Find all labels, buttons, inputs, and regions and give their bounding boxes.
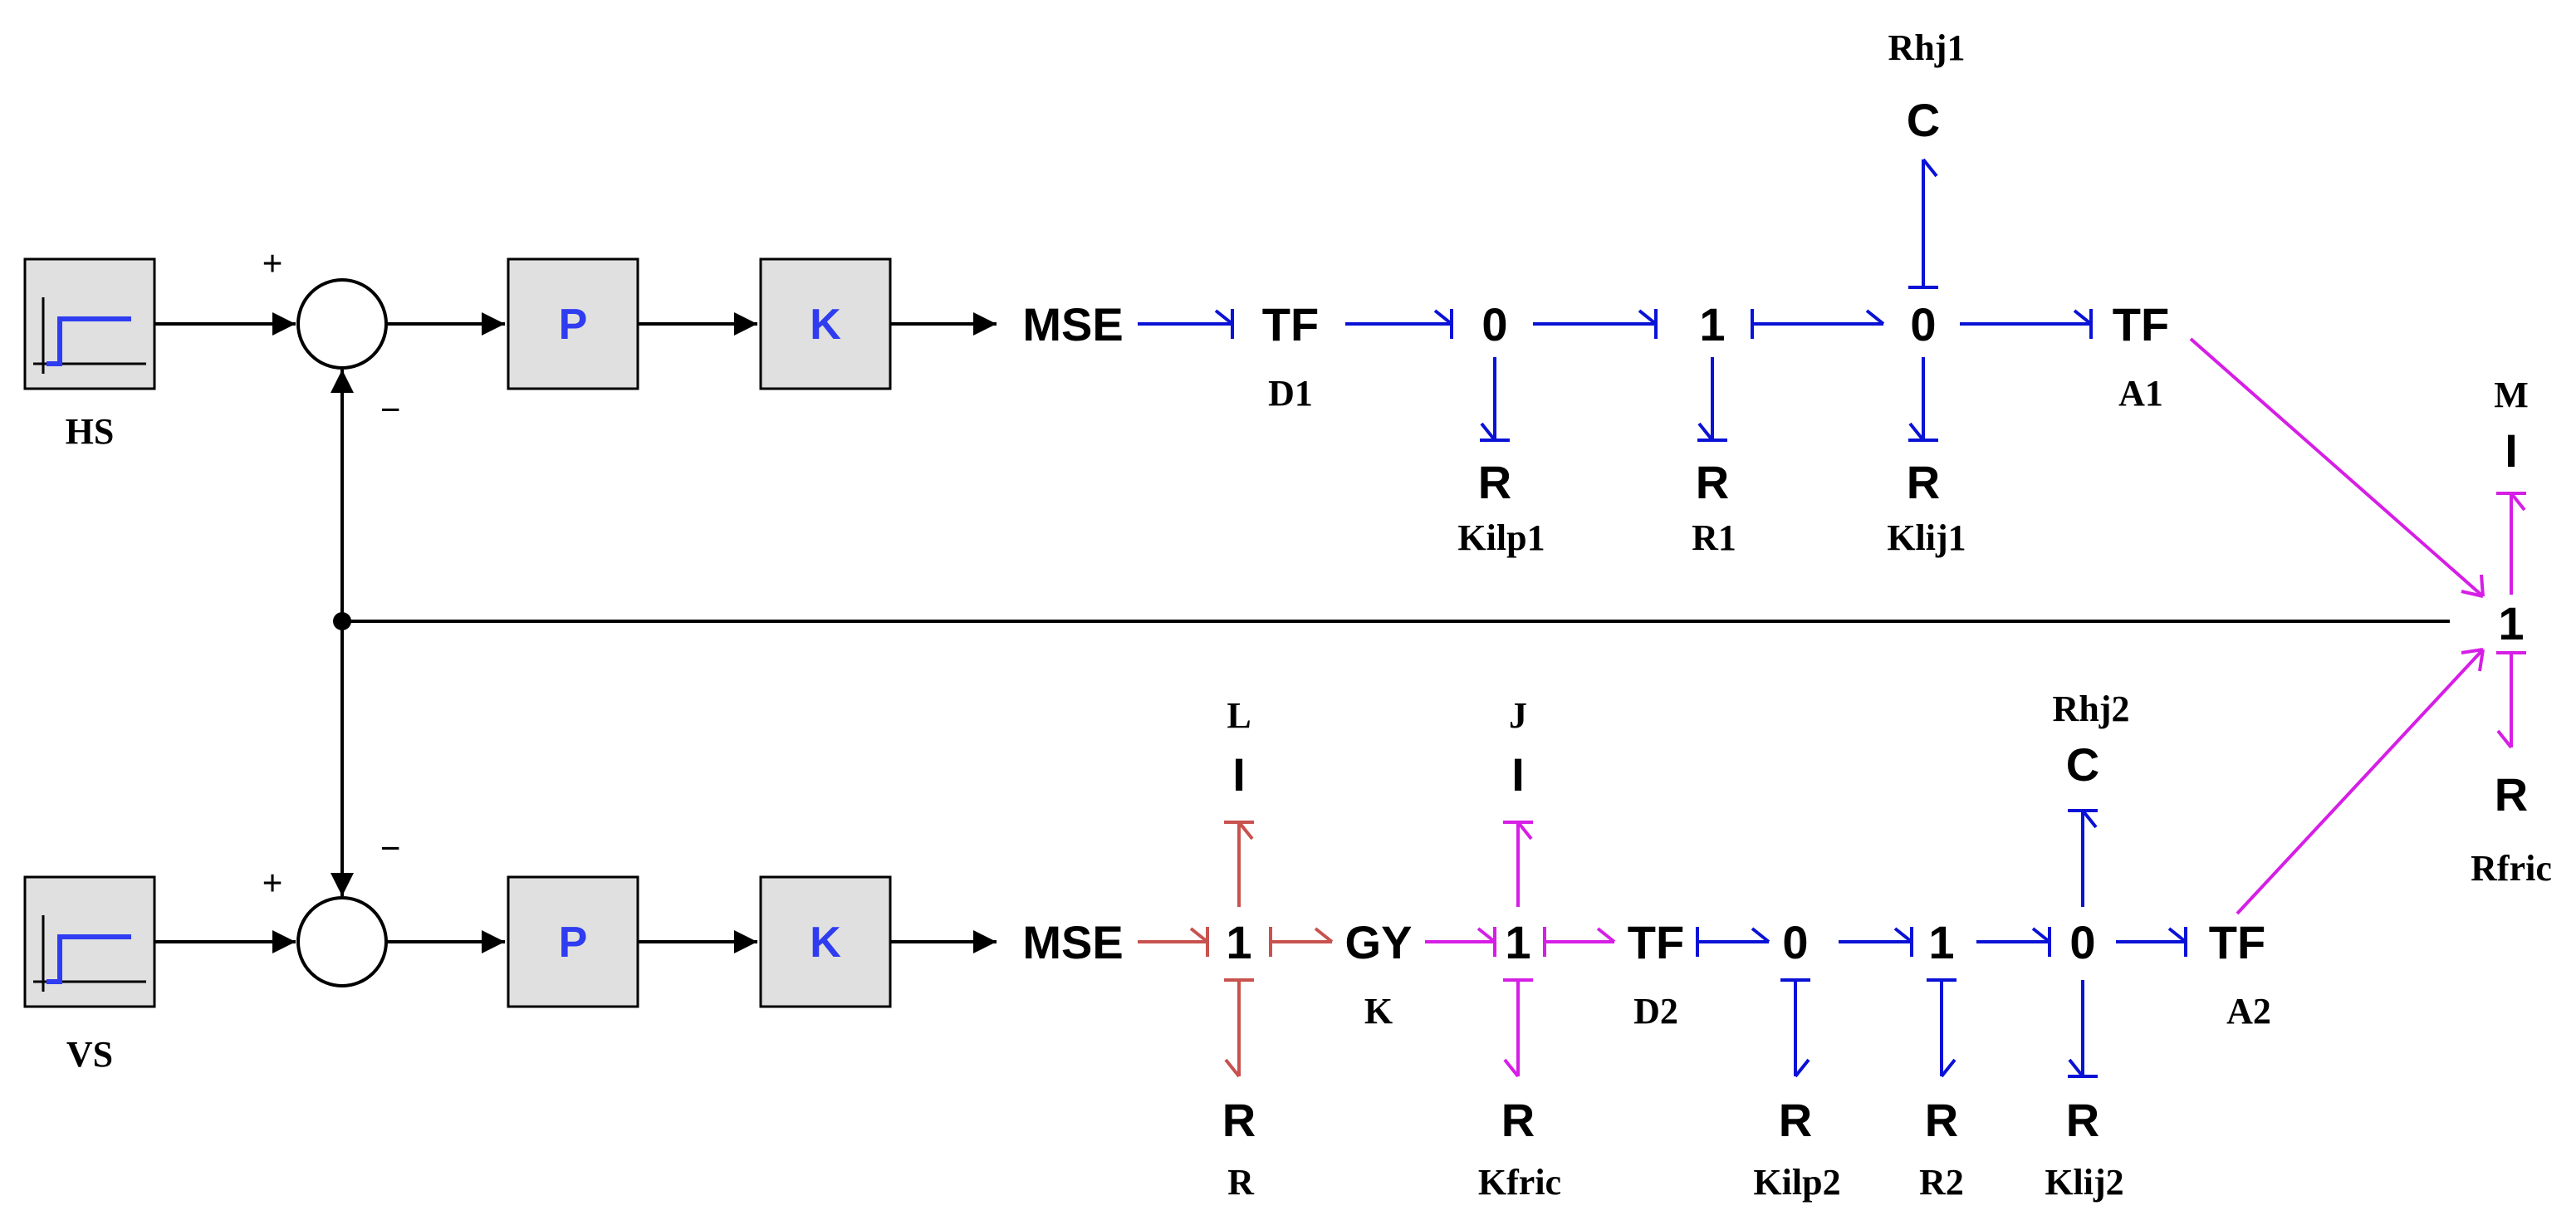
sum-top-plus: + bbox=[262, 243, 282, 284]
label-m: M bbox=[2494, 375, 2529, 415]
label-hs: HS bbox=[66, 411, 115, 452]
sum-bottom-plus: + bbox=[262, 863, 282, 904]
rotational-bonds bbox=[1425, 821, 1616, 1078]
translational-bonds bbox=[1696, 809, 2187, 1078]
zero-junction-2: 0 bbox=[1910, 298, 1936, 350]
label-a2: A2 bbox=[2226, 991, 2271, 1032]
label-j: J bbox=[1509, 695, 1527, 736]
i-m: I bbox=[2505, 424, 2518, 477]
k-block-top bbox=[759, 257, 892, 390]
r-rfric: R bbox=[2495, 768, 2528, 821]
tf-a1: TF bbox=[2113, 298, 2169, 350]
r-r2: R bbox=[1925, 1094, 1958, 1146]
label-rhj2: Rhj2 bbox=[2053, 689, 2130, 729]
p-block-top-label: P bbox=[559, 301, 588, 349]
label-a1: A1 bbox=[2118, 373, 2163, 414]
sum-bottom-minus: − bbox=[380, 828, 400, 869]
tf-d2: TF bbox=[1628, 916, 1684, 968]
one-junction-1: 1 bbox=[1699, 298, 1725, 350]
r-klij2: R bbox=[2066, 1094, 2099, 1146]
electrical-bonds bbox=[1138, 821, 1334, 1078]
label-vs: VS bbox=[66, 1034, 113, 1075]
label-d1: D1 bbox=[1268, 373, 1313, 414]
r-kilp2: R bbox=[1779, 1094, 1812, 1146]
label-r: R bbox=[1227, 1162, 1255, 1203]
label-kilp2: Kilp2 bbox=[1753, 1162, 1840, 1203]
sum-top-minus: − bbox=[380, 390, 400, 430]
label-r2: R2 bbox=[1919, 1162, 1964, 1203]
summing-junction-top bbox=[296, 278, 388, 370]
k-block-top-label: K bbox=[810, 301, 841, 349]
label-k: K bbox=[1364, 991, 1393, 1032]
r-klij1: R bbox=[1907, 456, 1940, 508]
summing-junction-bottom bbox=[296, 896, 388, 987]
label-klij1: Klij1 bbox=[1887, 517, 1966, 558]
zero-junction-1: 0 bbox=[1481, 298, 1507, 350]
gy-gyrator: GY bbox=[1345, 916, 1413, 968]
one-junction-m: 1 bbox=[2498, 597, 2524, 649]
c-rhj2: C bbox=[2066, 738, 2099, 791]
source-hs bbox=[23, 257, 156, 390]
r-r1: R bbox=[1696, 456, 1729, 508]
i-l: I bbox=[1232, 748, 1246, 801]
i-j: I bbox=[1511, 748, 1525, 801]
top-bond-graph-bonds bbox=[1138, 158, 2093, 442]
one-junction-l: 1 bbox=[1226, 916, 1251, 968]
label-r1: R1 bbox=[1692, 517, 1736, 558]
label-d2: D2 bbox=[1633, 991, 1678, 1032]
c-rhj1: C bbox=[1907, 94, 1940, 146]
r-kfric: R bbox=[1501, 1094, 1535, 1146]
mse-bottom: MSE bbox=[1022, 916, 1123, 968]
mse-top: MSE bbox=[1022, 298, 1123, 350]
source-vs bbox=[23, 875, 156, 1008]
label-klij2: Klij2 bbox=[2045, 1162, 2123, 1203]
p-block-bottom bbox=[507, 875, 639, 1008]
label-rhj1: Rhj1 bbox=[1888, 27, 1966, 68]
zero-junction-4: 0 bbox=[2069, 916, 2095, 968]
p-block-top bbox=[507, 257, 639, 390]
one-junction-j: 1 bbox=[1505, 916, 1530, 968]
label-kfric: Kfric bbox=[1478, 1162, 1561, 1203]
label-kilp1: Kilp1 bbox=[1457, 517, 1545, 558]
mass-junction-bonds bbox=[2189, 337, 2526, 915]
tf-d1: TF bbox=[1262, 298, 1319, 350]
k-block-bottom bbox=[759, 875, 892, 1008]
label-l: L bbox=[1227, 695, 1251, 736]
k-block-bottom-label: K bbox=[810, 919, 841, 967]
tf-a2: TF bbox=[2209, 916, 2265, 968]
one-junction-2: 1 bbox=[1928, 916, 1954, 968]
p-block-bottom-label: P bbox=[559, 919, 588, 967]
r-r: R bbox=[1222, 1094, 1256, 1146]
zero-junction-3: 0 bbox=[1782, 916, 1808, 968]
r-kilp1: R bbox=[1478, 456, 1511, 508]
label-rfric: Rfric bbox=[2471, 848, 2552, 889]
